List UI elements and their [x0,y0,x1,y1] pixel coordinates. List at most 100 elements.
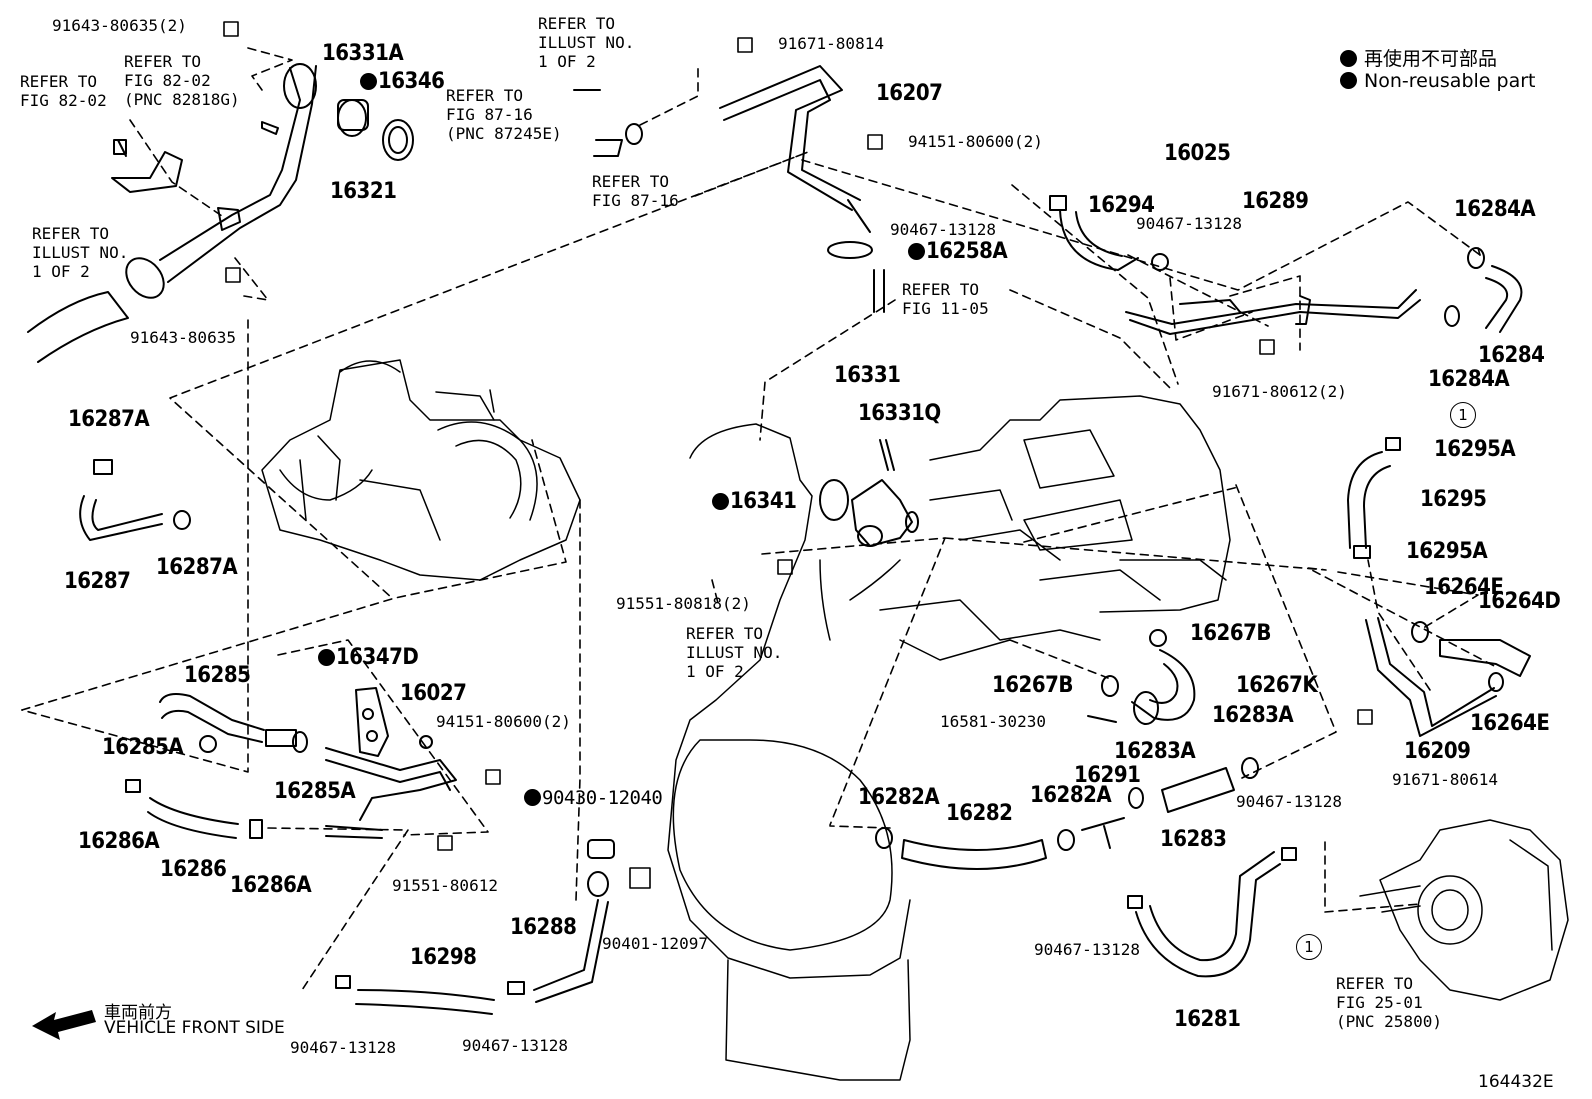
part-16281[interactable]: 16281 [1174,1007,1241,1032]
refer-note-82-02[interactable]: REFER TO FIG 82-02 [20,72,107,110]
part-16289[interactable]: 16289 [1242,189,1309,214]
part-16267K[interactable]: 16267K [1236,673,1318,698]
part-16286A-left[interactable]: 16286A [78,829,160,854]
part-94151-80600-2-top[interactable]: 94151-80600(2) [908,132,1043,151]
refer-note-illust-center[interactable]: REFER TO ILLUST NO. 1 OF 2 [686,624,783,681]
part-16264E-bottom[interactable]: 16264E [1470,711,1550,736]
hose-16294 [1049,195,1169,271]
part-16258A[interactable]: 16258A [908,240,1008,264]
hose-16295 [1347,437,1401,559]
part-16286[interactable]: 16286 [160,857,227,882]
part-90467-13128-f[interactable]: 90467-13128 [462,1036,568,1055]
refer-note-87-16[interactable]: REFER TO FIG 87-16 [592,172,679,210]
part-90401-12097[interactable]: 90401-12097 [602,934,708,953]
sensor-bracket [111,139,183,193]
non-reusable-marker-icon [712,493,729,510]
hose-87-16 [573,89,643,157]
part-90467-13128-b[interactable]: 90467-13128 [1136,214,1242,233]
part-94151-80600-2-bottom[interactable]: 94151-80600(2) [436,712,571,731]
part-16285A-right[interactable]: 16285A [274,779,356,804]
part-16347D[interactable]: 16347D [318,646,419,670]
part-16207[interactable]: 16207 [876,81,943,106]
part-16283[interactable]: 16283 [1160,827,1227,852]
figure-code: 164432E [1478,1072,1554,1092]
legend-en-text: Non-reusable part [1364,70,1536,92]
part-16295[interactable]: 16295 [1420,487,1487,512]
part-16284A-top[interactable]: 16284A [1454,197,1536,222]
part-16295A-bottom[interactable]: 16295A [1406,539,1488,564]
non-reusable-marker-icon [1340,50,1357,67]
refer-note-82-02-pnc[interactable]: REFER TO FIG 82-02 (PNC 82818G) [124,52,240,109]
part-91643-80635[interactable]: 91643-80635 [130,328,236,347]
part-90430-12040[interactable]: 90430-12040 [524,786,663,810]
hose-16267K [1087,629,1196,725]
part-16282A-right[interactable]: 16282A [1030,783,1112,808]
refer-note-11-05[interactable]: REFER TO FIG 11-05 [902,280,989,318]
water-outlet-pipe-16321 [125,63,317,299]
part-16331Q[interactable]: 16331Q [858,401,941,426]
part-16341[interactable]: 16341 [712,490,797,514]
part-16286A-right[interactable]: 16286A [230,873,312,898]
part-90430-12040-label: 90430-12040 [542,787,663,809]
legend-jp-text: 再使用不可部品 [1364,48,1498,70]
refer-note-illust-1[interactable]: REFER TO ILLUST NO. 1 OF 2 [32,224,129,281]
part-91551-80818-2[interactable]: 91551-80818(2) [616,594,751,613]
part-16285A-left[interactable]: 16285A [102,735,184,760]
part-16284[interactable]: 16284 [1478,343,1545,368]
part-16287A-bottom[interactable]: 16287A [156,555,238,580]
part-16283A-right[interactable]: 16283A [1212,703,1294,728]
direction-label-jp: 車両前方 [104,1003,172,1023]
part-90467-13128-e[interactable]: 90467-13128 [290,1038,396,1057]
hose-16284 [1444,247,1523,333]
part-16298[interactable]: 16298 [410,945,477,970]
part-16287[interactable]: 16287 [64,569,131,594]
part-16267B-left[interactable]: 16267B [992,673,1073,698]
part-91643-80635-2[interactable]: 91643-80635(2) [52,16,187,35]
part-16027[interactable]: 16027 [400,681,467,706]
water-pipe-16207 [719,65,885,313]
part-91671-80614[interactable]: 91671-80614 [1392,770,1498,789]
part-91671-80612-2[interactable]: 91671-80612(2) [1212,382,1347,401]
part-16291[interactable]: 16291 [1074,763,1141,788]
part-16321[interactable]: 16321 [330,179,397,204]
turbocharger-housing [261,359,581,581]
part-16288[interactable]: 16288 [510,915,577,940]
part-91671-80814[interactable]: 91671-80814 [778,34,884,53]
part-16282A-left[interactable]: 16282A [858,785,940,810]
part-16264E-top[interactable]: 16264E [1424,575,1504,600]
refer-note-25-01[interactable]: REFER TO FIG 25-01 (PNC 25800) [1336,974,1442,1031]
part-16267B-top[interactable]: 16267B [1190,621,1271,646]
part-16283A-left[interactable]: 16283A [1114,739,1196,764]
hose-16298 [335,975,525,1015]
part-16331[interactable]: 16331 [834,363,901,388]
part-16294[interactable]: 16294 [1088,193,1155,218]
part-16285[interactable]: 16285 [184,663,251,688]
part-16287A-top[interactable]: 16287A [68,407,150,432]
part-16209[interactable]: 16209 [1404,739,1471,764]
callout-circle-1-top: 1 [1450,402,1476,428]
part-16282[interactable]: 16282 [946,801,1013,826]
part-16295A-top[interactable]: 16295A [1434,437,1516,462]
refer-note-illust-top[interactable]: REFER TO ILLUST NO. 1 OF 2 [538,14,635,71]
engine-block [667,395,1231,1081]
hose-upper-left [27,291,129,363]
part-16284A-bottom[interactable]: 16284A [1428,367,1510,392]
part-16581-30230[interactable]: 16581-30230 [940,712,1046,731]
water-pump-25800 [1359,819,1569,1001]
legend-jp: 再使用不可部品 [1340,44,1497,71]
part-90467-13128-d[interactable]: 90467-13128 [1034,940,1140,959]
pipe-16209 [1365,617,1497,737]
pipe-16027 [325,735,457,821]
hose-16287 [79,459,191,541]
thermostat-16331A [337,99,414,161]
part-16025[interactable]: 16025 [1164,141,1231,166]
part-16331A[interactable]: 16331A [322,41,404,66]
part-90467-13128-c[interactable]: 90467-13128 [1236,792,1342,811]
part-16346[interactable]: 16346 [360,70,445,94]
refer-note-87-16-pnc[interactable]: REFER TO FIG 87-16 (PNC 87245E) [446,86,562,143]
hose-16282 [875,827,1075,870]
part-91551-80612[interactable]: 91551-80612 [392,876,498,895]
part-90467-13128-a[interactable]: 90467-13128 [890,220,996,239]
part-16264D[interactable]: 16264D [1478,589,1561,614]
